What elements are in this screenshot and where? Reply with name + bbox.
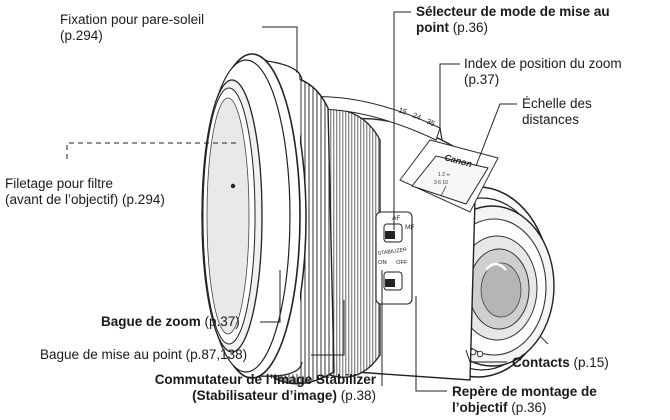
label-distance-scale-text: Échelle des bbox=[522, 96, 592, 111]
svg-text:ON: ON bbox=[378, 260, 387, 266]
label-filter-thread-ref: (avant de l’objectif) (p.294) bbox=[5, 192, 165, 207]
svg-text:MF: MF bbox=[405, 224, 414, 231]
svg-text:OFF: OFF bbox=[396, 260, 408, 266]
label-mount-index-text2: l’objectif bbox=[452, 400, 508, 415]
label-distance-scale: Échelle des distances bbox=[522, 96, 592, 128]
svg-text:1 2 ∞: 1 2 ∞ bbox=[438, 172, 450, 178]
svg-text:15: 15 bbox=[397, 105, 408, 116]
label-hood-mount-text: Fixation pour pare-soleil bbox=[60, 12, 205, 27]
label-mount-index-text: Repère de montage de bbox=[452, 384, 597, 399]
label-mount-index-ref: (p.36) bbox=[511, 400, 547, 415]
label-hood-mount: Fixation pour pare-soleil (p.294) bbox=[60, 12, 204, 44]
svg-text:STABILIZER: STABILIZER bbox=[377, 247, 407, 257]
zoom-scale-band: 15 24 35 bbox=[295, 96, 443, 141]
leader-contacts bbox=[465, 349, 507, 363]
label-focus-mode-text2: point bbox=[416, 20, 449, 35]
label-mount-index: Repère de montage de l’objectif (p.36) bbox=[452, 384, 597, 416]
label-contacts: Contacts (p.15) bbox=[512, 355, 609, 371]
label-is-switch-ref: (p.38) bbox=[340, 388, 376, 403]
leader-zoom-index bbox=[439, 63, 460, 128]
leader-zoom-ring bbox=[260, 270, 281, 323]
leader-focus-ring bbox=[311, 300, 345, 356]
label-filter-thread-text: Filetage pour filtre bbox=[5, 176, 114, 191]
label-distance-scale-text2: distances bbox=[522, 112, 580, 127]
svg-text:AF: AF bbox=[392, 215, 400, 222]
label-contacts-ref: (p.15) bbox=[573, 355, 609, 370]
label-zoom-ring-text: Bague de zoom bbox=[101, 314, 201, 329]
label-filter-thread: Filetage pour filtre (avant de l’objecti… bbox=[5, 176, 165, 208]
label-focus-ring: Bague de mise au point (p.87,138) bbox=[40, 347, 247, 363]
label-zoom-ring: Bague de zoom (p.37) bbox=[101, 314, 240, 330]
label-is-switch: Commutateur de l’Image Stabilizer (Stabi… bbox=[102, 372, 376, 404]
leader-focus-mode bbox=[393, 11, 411, 230]
leader-distance bbox=[475, 103, 517, 167]
label-zoom-index-text: Index de position du zoom bbox=[464, 56, 622, 71]
label-focus-mode-text: Sélecteur de mode de mise au bbox=[416, 4, 610, 19]
label-zoom-index-ref: (p.37) bbox=[464, 72, 500, 87]
label-is-switch-text2: (Stabilisateur d’image) bbox=[192, 388, 337, 403]
leader-hood bbox=[262, 26, 298, 72]
filter-thread bbox=[201, 79, 263, 353]
switch-panel: AF MF STABILIZER ON OFF bbox=[375, 211, 414, 305]
svg-text:3 6 10: 3 6 10 bbox=[434, 180, 448, 186]
distance-scale-window: 1 2 ∞ 3 6 10 bbox=[411, 155, 489, 205]
label-is-switch-text: Commutateur de l’Image Stabilizer bbox=[154, 372, 376, 387]
leader-mount bbox=[415, 296, 447, 392]
label-zoom-index: Index de position du zoom (p.37) bbox=[464, 56, 622, 88]
label-focus-ring-text: Bague de mise au point bbox=[40, 347, 182, 362]
label-focus-mode: Sélecteur de mode de mise au point (p.36… bbox=[416, 4, 610, 36]
leader-lines bbox=[66, 11, 517, 392]
label-zoom-ring-ref: (p.37) bbox=[204, 314, 240, 329]
label-hood-mount-ref: (p.294) bbox=[60, 28, 103, 43]
label-contacts-text: Contacts bbox=[512, 355, 570, 370]
label-focus-ring-ref: (p.87,138) bbox=[185, 347, 248, 362]
svg-text:35: 35 bbox=[425, 117, 436, 129]
label-focus-mode-ref: (p.36) bbox=[452, 20, 489, 35]
svg-text:24: 24 bbox=[411, 111, 422, 122]
